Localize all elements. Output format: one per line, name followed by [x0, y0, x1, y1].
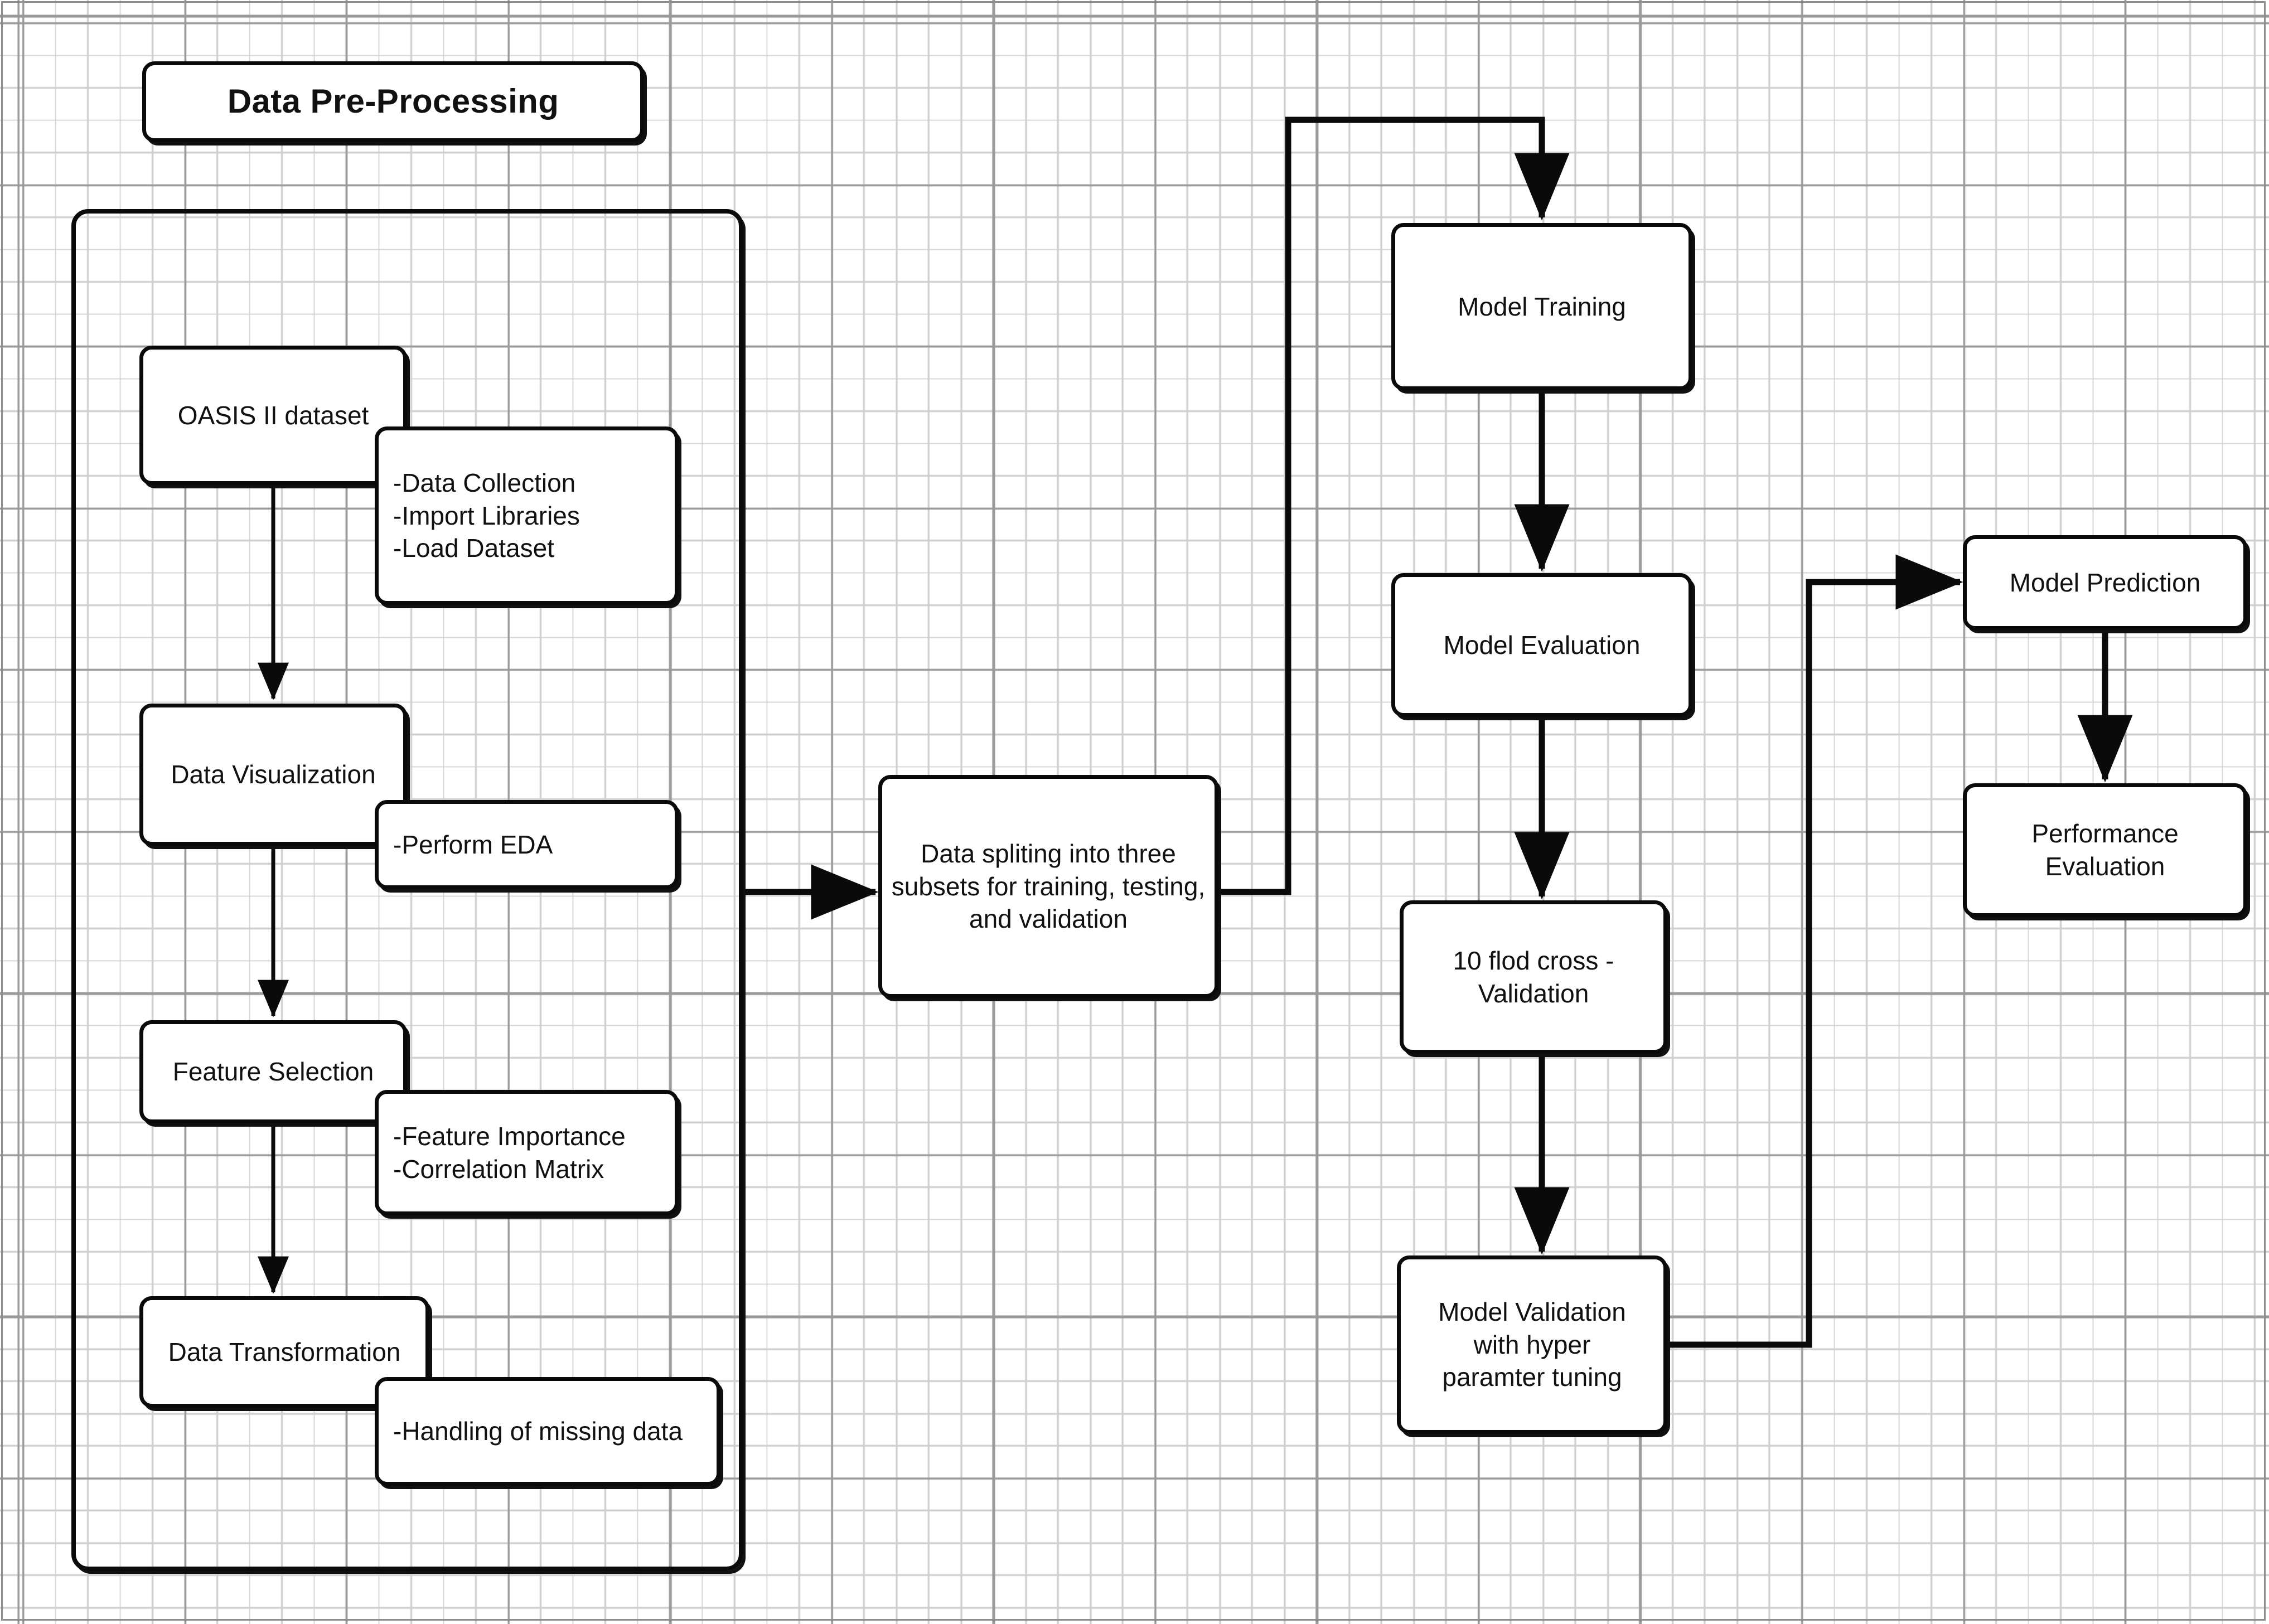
note-data-visualization-label: -Perform EDA	[393, 830, 553, 859]
edge-validation-to-prediction	[1666, 554, 1963, 1348]
note-oasis-dataset-label: -Data Collection -Import Libraries -Load…	[393, 468, 580, 563]
stage-model-evaluation[interactable]: Model Evaluation	[1391, 573, 1692, 717]
stage-feature-selection-label: Feature Selection	[172, 1057, 374, 1087]
stage-data-splitting-label: Data spliting into three subsets for tra…	[891, 838, 1206, 934]
diagram-title-box: Data Pre-Processing	[142, 61, 644, 142]
diagram-title-text: Data Pre-Processing	[227, 83, 559, 120]
stage-oasis-dataset[interactable]: OASIS II dataset	[139, 346, 407, 485]
stage-model-validation[interactable]: Model Validation with hyper paramter tun…	[1397, 1255, 1667, 1434]
stage-feature-selection[interactable]: Feature Selection	[139, 1020, 407, 1123]
note-data-transformation-label: -Handling of missing data	[393, 1417, 683, 1446]
note-data-visualization[interactable]: -Perform EDA	[375, 800, 679, 889]
note-oasis-dataset[interactable]: -Data Collection -Import Libraries -Load…	[375, 426, 679, 605]
note-feature-selection-label: -Feature Importance -Correlation Matrix	[393, 1121, 626, 1184]
stage-cross-validation[interactable]: 10 flod cross - Validation	[1400, 900, 1667, 1054]
stage-data-visualization-label: Data Visualization	[171, 760, 376, 789]
stage-data-transformation-label: Data Transformation	[168, 1337, 401, 1366]
stage-model-prediction-label: Model Prediction	[2009, 568, 2201, 597]
stage-model-training[interactable]: Model Training	[1391, 223, 1692, 390]
stage-performance-evaluation-label: Performance Evaluation	[2031, 819, 2179, 881]
preprocessing-group-container	[71, 209, 743, 1571]
note-data-transformation[interactable]: -Handling of missing data	[375, 1377, 720, 1486]
note-feature-selection[interactable]: -Feature Importance -Correlation Matrix	[375, 1090, 679, 1215]
stage-model-evaluation-label: Model Evaluation	[1443, 630, 1641, 660]
stage-performance-evaluation[interactable]: Performance Evaluation	[1963, 783, 2247, 917]
stage-data-splitting[interactable]: Data spliting into three subsets for tra…	[878, 775, 1218, 998]
stage-cross-validation-label: 10 flod cross - Validation	[1453, 946, 1614, 1008]
stage-model-prediction[interactable]: Model Prediction	[1963, 535, 2247, 630]
stage-data-visualization[interactable]: Data Visualization	[139, 704, 407, 846]
stage-model-validation-label: Model Validation with hyper paramter tun…	[1438, 1297, 1626, 1392]
stage-oasis-dataset-label: OASIS II dataset	[177, 400, 369, 430]
stage-model-training-label: Model Training	[1458, 292, 1626, 321]
